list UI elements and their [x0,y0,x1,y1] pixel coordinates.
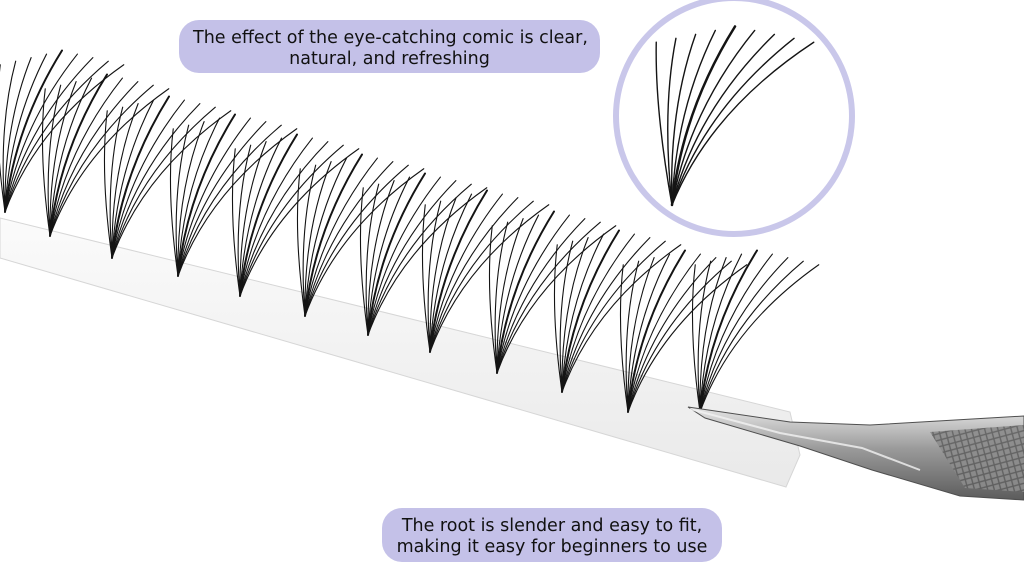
caption-effect-line2: natural, and refreshing [289,49,490,69]
magnifier-detail [613,0,855,237]
caption-root: The root is slender and easy to fit, mak… [382,508,722,562]
caption-root-line1: The root is slender and easy to fit, [401,516,703,536]
caption-effect-line1: The effect of the eye-catching comic is … [193,28,588,48]
lash-strip-tape [0,217,801,488]
tweezers [687,406,1024,501]
caption-effect: The effect of the eye-catching comic is … [179,20,600,73]
lash-clusters [0,49,820,413]
caption-root-line2: making it easy for beginners to use [396,537,708,557]
